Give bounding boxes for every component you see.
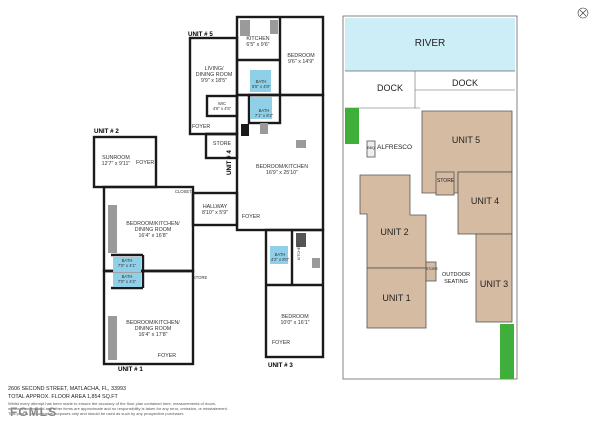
unit3-label: UNIT # 3 xyxy=(268,362,293,369)
unit5-label: UNIT # 5 xyxy=(188,31,213,38)
footer-address: 2606 SECOND STREET, MATLACHA, FL, 33993 xyxy=(8,386,126,392)
site-store-2: STORE xyxy=(426,267,438,271)
living5-outline xyxy=(188,36,239,136)
river-area xyxy=(345,18,515,71)
site-unit5: UNIT 5 xyxy=(451,135,481,145)
unit4-block xyxy=(457,171,513,235)
site-unit2: UNIT 2 xyxy=(380,227,409,237)
site-boundary xyxy=(342,15,518,380)
bath-tiles xyxy=(113,70,288,287)
site-dock-1: DOCK xyxy=(376,83,403,93)
room-store: STORE xyxy=(212,141,232,147)
green-strip-bottom xyxy=(500,324,514,379)
room-foyer4: FOYER xyxy=(241,214,261,220)
site-river: RIVER xyxy=(414,38,446,49)
store-block xyxy=(435,171,455,196)
footer-disclaimer: Whilst every attempt has been made to en… xyxy=(8,401,228,416)
room-closet: CLOSET xyxy=(175,189,192,194)
room-foyer1: FOYER xyxy=(157,353,177,359)
unit2-label: UNIT # 2 xyxy=(94,128,119,135)
green-strip-top xyxy=(345,108,359,144)
unit1-label: UNIT # 1 xyxy=(118,366,143,373)
room-kitchen3: KITCHEN xyxy=(296,244,301,261)
unit1-block xyxy=(366,267,427,329)
site-unit4: UNIT 4 xyxy=(470,196,500,206)
site-unit1: UNIT 1 xyxy=(382,293,411,303)
store-outline xyxy=(204,132,239,160)
fixtures xyxy=(108,20,320,360)
site-store: STORE xyxy=(437,178,455,184)
site-dock-2: DOCK xyxy=(451,78,478,88)
bbq-block xyxy=(366,140,376,158)
unit3-block xyxy=(475,233,513,323)
room-foyer2: FOYER xyxy=(136,160,155,166)
site-alfresco: ALFRESCO xyxy=(377,144,413,151)
site-outdoor-seating: OUTDOOR SEATING xyxy=(441,272,471,285)
site-bbq: BBQ xyxy=(367,146,375,150)
unit3-outline xyxy=(264,228,325,359)
room-store2: STORE xyxy=(193,275,208,280)
room-foyer5: FOYER xyxy=(192,124,211,130)
site-unit3: UNIT 3 xyxy=(479,279,509,289)
room-foyer3: FOYER xyxy=(271,340,291,346)
unit2-block xyxy=(359,174,427,269)
site-plan xyxy=(342,15,518,380)
unit4-label: UNIT # 4 xyxy=(226,150,233,175)
north-arrow-icon xyxy=(577,7,589,19)
store2-block xyxy=(425,261,437,282)
footer-area: TOTAL APPROX. FLOOR AREA 1,854 SQ.FT xyxy=(8,394,118,400)
fgmls-logo: FGMLS xyxy=(10,405,57,419)
